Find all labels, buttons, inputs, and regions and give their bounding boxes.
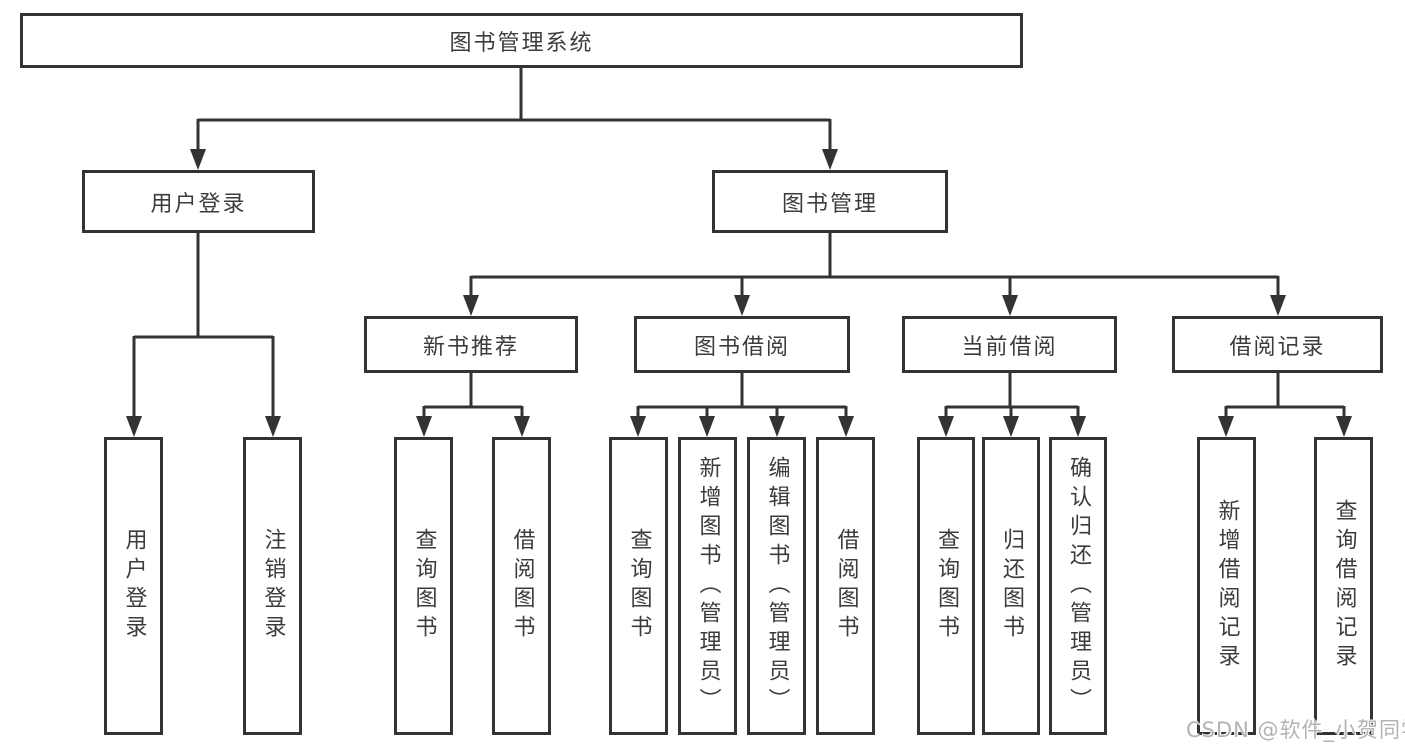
leaf-return-books: 归还图书	[982, 437, 1040, 735]
leaf-add-borrow-record: 新增借阅记录	[1197, 437, 1256, 735]
node-borrowing-records: 借阅记录	[1172, 316, 1383, 373]
leaf-borrow-books: 借阅图书	[816, 437, 875, 735]
node-book-management: 图书管理	[712, 170, 948, 233]
leaf-query-borrow-record: 查询借阅记录	[1314, 437, 1373, 735]
node-current-borrowing: 当前借阅	[902, 316, 1117, 373]
leaf-query-books-current: 查询图书	[917, 437, 975, 735]
node-root: 图书管理系统	[20, 13, 1023, 68]
leaf-query-books-borrowing: 查询图书	[609, 437, 668, 735]
leaf-user-login: 用户登录	[104, 437, 163, 735]
watermark-text: CSDN @软件_小贺同学	[1186, 718, 1405, 742]
leaf-confirm-return-admin: 确认归还（管理员）	[1049, 437, 1107, 735]
node-new-book-recommend: 新书推荐	[364, 316, 578, 373]
leaf-add-book-admin: 新增图书（管理员）	[678, 437, 737, 735]
leaf-logout: 注销登录	[243, 437, 302, 735]
leaf-edit-book-admin: 编辑图书（管理员）	[747, 437, 806, 735]
node-book-borrowing: 图书借阅	[634, 316, 850, 373]
leaf-borrow-books-recommend: 借阅图书	[492, 437, 551, 735]
node-user-login: 用户登录	[82, 170, 315, 233]
leaf-query-books-recommend: 查询图书	[394, 437, 453, 735]
